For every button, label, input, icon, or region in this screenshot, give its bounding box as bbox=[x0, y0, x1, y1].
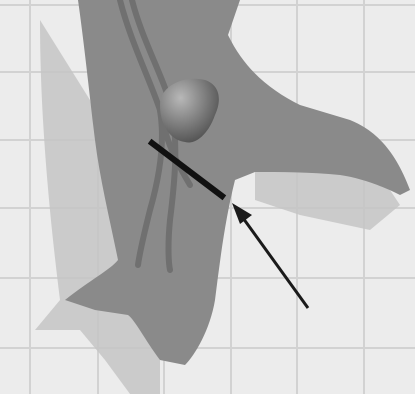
figure-canvas bbox=[0, 0, 415, 394]
anatomical-illustration bbox=[0, 0, 415, 394]
